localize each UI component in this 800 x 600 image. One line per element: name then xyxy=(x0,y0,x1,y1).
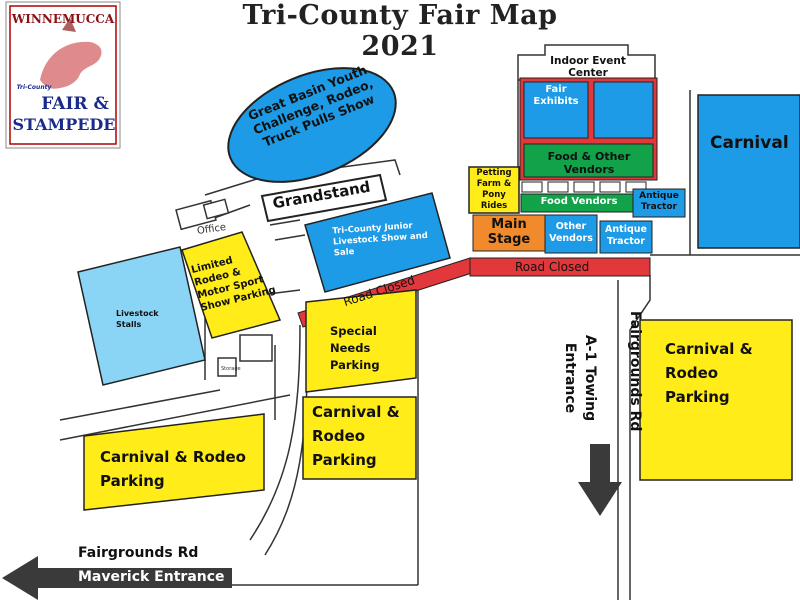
logo-line1: WINNEMUCCA xyxy=(11,12,115,26)
winnemucca-logo xyxy=(5,1,121,149)
main-stage-area[interactable] xyxy=(472,214,546,252)
fair-exhibits-area[interactable] xyxy=(523,81,589,139)
carnival-area[interactable] xyxy=(697,94,800,249)
horse-rider-icon xyxy=(40,41,102,89)
carnival-rodeo-parking-right-lot[interactable] xyxy=(639,319,793,481)
antique-tractor-area-1[interactable] xyxy=(632,188,686,218)
logo-line3: FAIR & xyxy=(41,94,109,114)
logo-line2: Tri-County xyxy=(16,84,52,91)
junior-livestock-label: Tri-County Junior Livestock Show and Sal… xyxy=(331,220,429,259)
special-needs-parking-lot[interactable] xyxy=(305,289,417,393)
maverick-entrance-arrow-icon xyxy=(2,556,232,600)
road-closed-2-label: Road Closed xyxy=(515,260,590,274)
carnival-rodeo-parking-left-lot[interactable] xyxy=(83,413,265,511)
maverick-entrance-label: Maverick Entrance xyxy=(78,569,225,585)
a1-towing-entrance-label: A-1 Towing Entrance xyxy=(562,334,598,422)
carnival-rodeo-parking-left-label: Carnival & Rodeo Parking xyxy=(100,448,246,490)
carnival-rodeo-parking-center-lot[interactable] xyxy=(302,396,417,480)
main-stage-label: Main Stage xyxy=(487,217,531,247)
other-vendors-area[interactable] xyxy=(544,214,598,254)
petting-farm-label: Petting Farm & Pony Rides xyxy=(476,168,512,211)
carnival-label: Carnival xyxy=(710,133,789,153)
livestock-stalls-label: Livestock Stalls xyxy=(116,309,159,329)
logo-line4: STAMPEDE xyxy=(12,115,116,134)
fair-exhibits-area-2[interactable] xyxy=(593,81,654,139)
livestock-stalls-building[interactable] xyxy=(77,246,206,386)
office-buildings xyxy=(175,198,273,377)
small-building-label: Storage xyxy=(221,366,241,372)
petting-farm-area[interactable] xyxy=(468,166,520,214)
fairgrounds-rd-east-label: Fairgrounds Rd xyxy=(627,311,643,432)
food-vendors-label: Food Vendors xyxy=(540,196,618,207)
antique-tractor-1-label: Antique Tractor xyxy=(639,191,679,212)
special-needs-parking-label: Special Needs Parking xyxy=(330,324,380,372)
great-basin-arena[interactable] xyxy=(212,46,413,205)
junior-livestock-building[interactable] xyxy=(304,192,451,293)
other-vendors-label: Other Vendors xyxy=(549,221,593,244)
carnival-rodeo-parking-right-label: Carnival & Rodeo Parking xyxy=(665,340,753,406)
food-other-vendors-area[interactable] xyxy=(523,143,654,178)
food-other-vendors-label: Food & Other Vendors xyxy=(547,150,631,176)
map-title: Tri-County Fair Map 2021 xyxy=(242,0,558,62)
booth-strip xyxy=(521,181,647,193)
fair-exhibits-label: Fair Exhibits xyxy=(533,84,579,107)
grandstand[interactable] xyxy=(260,173,388,223)
antique-tractor-2-label: Antique Tractor xyxy=(605,224,647,247)
fairgrounds-rd-west-label: Fairgrounds Rd xyxy=(78,545,199,561)
antique-tractor-area-2[interactable] xyxy=(599,220,653,254)
carnival-rodeo-parking-center-label: Carnival & Rodeo Parking xyxy=(312,403,400,469)
road-closed-bar-2 xyxy=(469,257,651,277)
limited-rodeo-parking-lot[interactable] xyxy=(181,231,282,339)
a1-towing-entrance-arrow-icon xyxy=(578,444,622,516)
indoor-event-center-label: Indoor Event Center xyxy=(550,55,626,79)
